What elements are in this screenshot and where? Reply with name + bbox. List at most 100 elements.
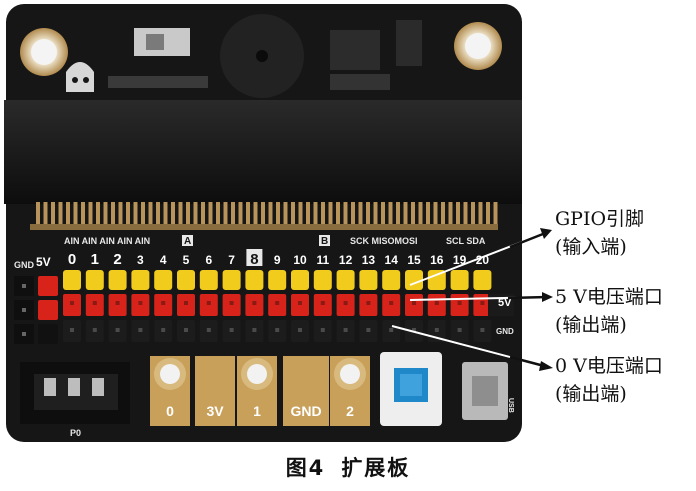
pad-hole (340, 364, 360, 384)
pad-label: 3V (206, 403, 224, 419)
pin-hole (70, 301, 74, 305)
pin-hole (412, 328, 416, 332)
v5-right-label: 5V (498, 297, 512, 309)
p0-label: P0 (70, 428, 81, 438)
annotation-5v-line1: 5 V电压端口 (555, 286, 663, 308)
left-color-pin (38, 324, 58, 344)
yellow-header-pin (427, 270, 446, 290)
connector-pin (231, 202, 235, 228)
pin-hole (92, 301, 97, 305)
pin-hole (457, 328, 462, 332)
connector-pin (411, 202, 415, 228)
pin-hole (298, 328, 302, 332)
pin-number-label: 1 (91, 251, 99, 268)
header-row-yellow (63, 270, 492, 290)
pin-hole (206, 328, 211, 332)
pin-hole (22, 308, 26, 312)
pin-hole (92, 328, 97, 332)
connector-pin (336, 202, 340, 228)
pin-number-label: 2 (113, 251, 121, 268)
connector-pin (276, 202, 280, 228)
annotation-gpio: GPIO引脚 (输入端) (555, 208, 644, 258)
annotation-5v: 5 V电压端口 (输出端) (555, 286, 663, 336)
connector-pin (261, 202, 265, 228)
header-row-black (63, 320, 492, 342)
pin-number-label: 0 (68, 251, 76, 268)
left-side-header (14, 276, 58, 344)
pin-hole (115, 301, 120, 305)
pin-number-label: 13 (362, 253, 376, 267)
connector-pins (30, 202, 498, 230)
connector-pin (178, 202, 183, 228)
connector-pin (51, 202, 55, 228)
gnd-left-label: GND (14, 260, 35, 270)
marker-b-box (319, 235, 330, 246)
pad-label: 1 (253, 403, 261, 419)
pin-number-label: 9 (274, 253, 281, 267)
marker-a-box (182, 235, 193, 246)
connector-pin (103, 202, 108, 228)
connector-pin (96, 202, 100, 228)
connector-pin (456, 202, 460, 228)
connector-pin (171, 202, 175, 228)
connector-pin (126, 202, 130, 228)
annotation-0v-line1: 0 V电压端口 (555, 355, 663, 377)
connector-pin (396, 202, 400, 228)
annotation-0v: 0 V电压端口 (输出端) (555, 355, 663, 405)
marker-a: A (184, 236, 191, 247)
connector-pin (133, 202, 138, 228)
connector-pin (88, 202, 93, 228)
yellow-header-pin (85, 270, 104, 290)
right-5v-block (488, 294, 514, 316)
connector-pin (43, 202, 48, 228)
connector-pin (328, 202, 333, 228)
pin-hole (480, 301, 485, 305)
connector-pin (291, 202, 295, 228)
gnd-right-label: GND (496, 327, 514, 336)
yellow-header-pin (199, 270, 218, 290)
connector-pin (238, 202, 243, 228)
yellow-header-pin (359, 270, 378, 290)
connector-pin (111, 202, 115, 228)
connector-pin (471, 202, 475, 228)
annotation-gpio-line1: GPIO引脚 (555, 208, 645, 230)
connector-pin (351, 202, 355, 228)
connector-pin (156, 202, 160, 228)
pin-number-label: 3 (137, 253, 144, 267)
yellow-header-pin (382, 270, 401, 290)
pin-hole (275, 301, 280, 305)
v5-left-label: 5V (36, 255, 51, 269)
connector-pin (36, 202, 40, 228)
yellow-header-pin (473, 270, 492, 290)
left-color-pin (38, 300, 58, 320)
marker-b: B (321, 236, 328, 247)
pin-hole (138, 301, 143, 305)
yellow-header-pin (177, 270, 195, 290)
usb-label: USB (507, 398, 514, 413)
ain-label: AIN AIN AIN AIN AIN (64, 236, 150, 246)
connector-pin (381, 202, 385, 228)
yellow-header-pin (268, 270, 287, 290)
left-color-pin (38, 276, 58, 296)
connector-pin (366, 202, 370, 228)
pin-hole (229, 301, 234, 305)
pin-number-label: 14 (385, 253, 399, 267)
figure-number: 图4 (285, 456, 326, 480)
pad-hole (247, 364, 267, 384)
connector-pin (208, 202, 213, 228)
pin-hole (229, 328, 234, 332)
connector-pin (73, 202, 78, 228)
pad-hole (160, 364, 180, 384)
pin-number-label: 7 (228, 253, 235, 267)
pin-number-label: 15 (407, 253, 421, 267)
pin-hole (320, 301, 325, 305)
connector-base (30, 224, 498, 230)
connector-pin (433, 202, 438, 228)
connector-pin (253, 202, 258, 228)
connector-pin (426, 202, 430, 228)
yellow-header-pin (291, 270, 309, 290)
connector-pin (388, 202, 393, 228)
pin-hole (343, 301, 348, 305)
